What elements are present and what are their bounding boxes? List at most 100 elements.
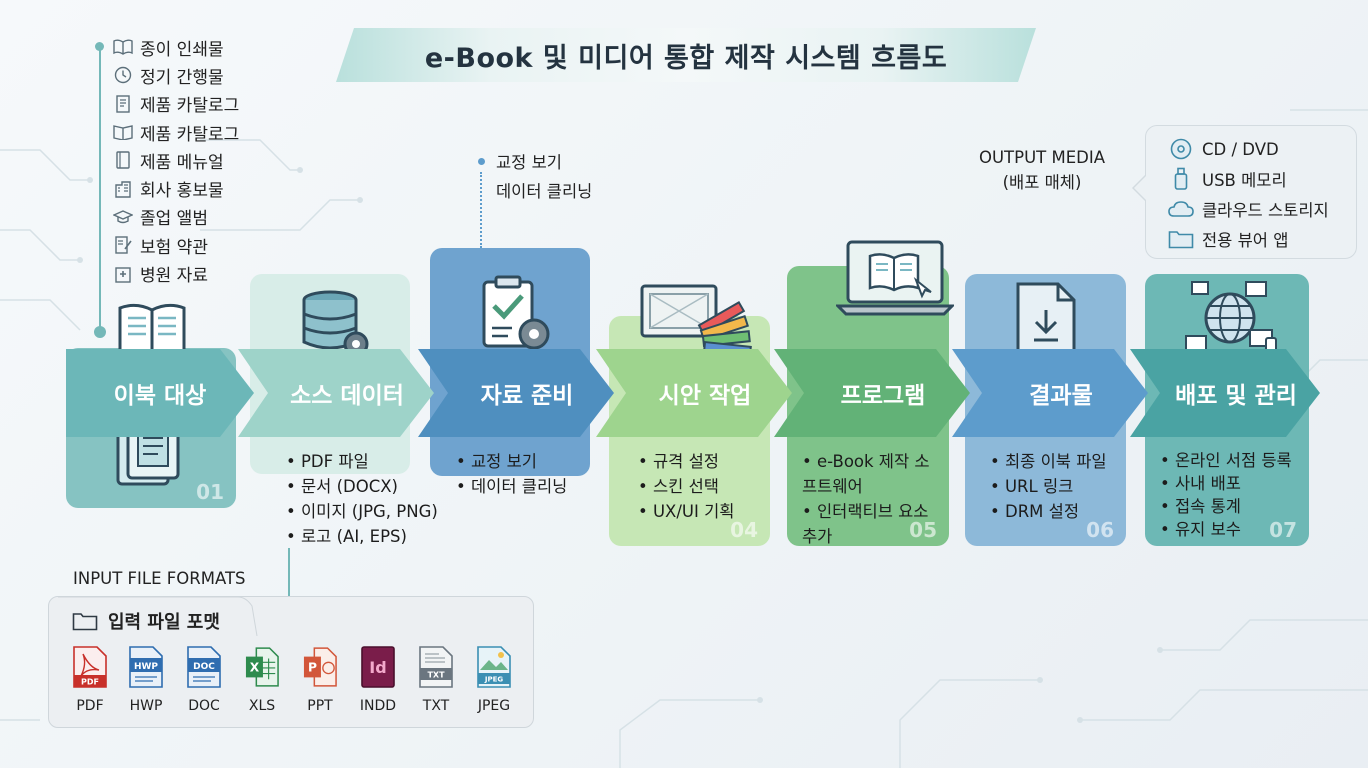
stage-label: 소스 데이터 [290, 383, 404, 409]
format-label: XLS [248, 698, 276, 714]
stage-label: 결과물 [1029, 383, 1093, 409]
hwp-file-icon: HWP [129, 646, 163, 688]
input-formats-title-text: 입력 파일 포맷 [108, 612, 220, 633]
source-type-label: 제품 카탈로그 [140, 124, 240, 145]
bullet-item: 유지 보수 [1160, 518, 1292, 541]
stage-arrow-07: 배포 및 관리 [1130, 349, 1320, 437]
stage-arrow-06: 결과물 [952, 349, 1148, 437]
bullet-item: 인터랙티브 요소 추가 [802, 499, 942, 549]
format-xls: X XLS [242, 646, 282, 714]
stage-label: 프로그램 [840, 383, 926, 409]
usb-icon [1168, 167, 1194, 191]
format-pdf: PDF PDF [70, 646, 110, 714]
format-label: DOC [188, 698, 220, 714]
source-type-item: 제품 메뉴얼 [112, 146, 239, 174]
input-formats-title: 입력 파일 포맷 [72, 608, 220, 634]
xls-file-icon: X [245, 647, 279, 687]
stage-arrow-03: 자료 준비 [418, 349, 614, 437]
prep-dotted-line [480, 172, 482, 248]
input-formats-tab [58, 596, 258, 636]
format-badge: DOC [193, 662, 215, 672]
hospital-icon [112, 265, 134, 283]
output-media-item-label: 클라우드 스토리지 [1202, 201, 1329, 220]
source-type-label: 제품 카탈로그 [140, 96, 240, 117]
bullet-item: 규격 설정 [638, 449, 734, 474]
output-media-title: OUTPUT MEDIA [978, 148, 1105, 167]
design-palette-icon [640, 284, 752, 356]
bullet-item: 스킨 선택 [638, 474, 734, 499]
stage-label: 시안 작업 [658, 383, 752, 409]
source-type-list: 종이 인쇄물 정기 간행물 제품 카탈로그 제품 카탈로그 제품 메뉴얼 회사 … [112, 33, 239, 288]
source-type-label: 제품 메뉴얼 [140, 152, 224, 173]
format-txt: TXT TXT [416, 646, 456, 714]
connector-dot [95, 42, 104, 51]
format-jpeg: JPEG JPEG [474, 646, 514, 714]
graduation-cap-icon [112, 208, 134, 226]
bullet-item: 데이터 클리닝 [456, 474, 567, 499]
source-type-item: 보험 약관 [112, 231, 239, 259]
bullet-item: 문서 (DOCX) [286, 474, 438, 499]
format-label: INDD [359, 698, 397, 714]
laptop-ebook-icon [836, 240, 954, 316]
stage-label: 이북 대상 [113, 383, 207, 409]
source-type-label: 회사 홍보물 [140, 181, 224, 202]
source-type-item: 정기 간행물 [112, 61, 239, 89]
format-doc: DOC DOC [184, 646, 224, 714]
format-label: PDF [76, 698, 104, 714]
stage-arrow-02: 소스 데이터 [238, 349, 434, 437]
format-label: JPEG [477, 698, 511, 714]
input-formats-box [48, 596, 534, 728]
output-media-item: CD / DVD [1168, 138, 1279, 160]
format-indd: Id INDD [358, 646, 398, 714]
bullet-item: UX/UI 기획 [638, 499, 735, 524]
book-icon [112, 38, 134, 56]
stage-bullets-07: 온라인 서점 등록 사내 배포 접속 통계 유지 보수 [1160, 449, 1292, 541]
prep-note: 교정 보기 데이터 클리닝 [496, 148, 592, 206]
format-badge: JPEG [484, 676, 504, 684]
connector-dot [94, 326, 106, 338]
bullet-item: 온라인 서점 등록 [1160, 449, 1292, 472]
global-network-icon [1185, 281, 1277, 357]
stage-arrow-04: 시안 작업 [596, 349, 792, 437]
format-badge: HWP [134, 662, 158, 672]
source-type-label: 졸업 앨범 [140, 209, 208, 230]
stage-bullets-02: PDF 파일 문서 (DOCX) 이미지 (JPG, PNG) 로고 (AI, … [286, 449, 438, 549]
bullet-item: 사내 배포 [1160, 472, 1292, 495]
bullet-item: 접속 통계 [1160, 495, 1292, 518]
source-connector-line [99, 46, 101, 332]
bullet-item: PDF 파일 [286, 449, 438, 474]
source-type-label: 보험 약관 [140, 237, 208, 258]
stage-number: 04 [730, 518, 758, 542]
stage-bullets-06: 최종 이북 파일 URL 링크 DRM 설정 [990, 449, 1107, 524]
source-type-item: 종이 인쇄물 [112, 33, 239, 61]
page-title: e-Book 및 미디어 통합 제작 시스템 흐름도 [424, 42, 948, 74]
output-media-label: OUTPUT MEDIA (배포 매체) [972, 145, 1112, 195]
note-item: 교정 보기 [496, 153, 562, 172]
bullet-item: URL 링크 [990, 474, 1107, 499]
format-ppt: P PPT [300, 646, 340, 714]
stage-arrow-05: 프로그램 [774, 349, 970, 437]
open-book-icon [112, 123, 134, 141]
source-type-label: 종이 인쇄물 [140, 39, 224, 60]
stage-bullets-05: e-Book 제작 소프트웨어 인터랙티브 요소 추가 [802, 449, 942, 549]
output-media-item: 클라우드 스토리지 [1168, 197, 1329, 221]
indd-file-icon: Id [361, 646, 395, 688]
txt-file-icon: TXT [419, 646, 453, 688]
source-type-label: 정기 간행물 [140, 67, 224, 88]
source-type-item: 제품 카탈로그 [112, 118, 239, 146]
bullet-item: 로고 (AI, EPS) [286, 524, 438, 549]
folder-icon [72, 611, 98, 631]
clock-icon [112, 66, 134, 84]
source-type-label: 병원 자료 [140, 266, 208, 287]
bullet-item: 최종 이북 파일 [990, 449, 1107, 474]
format-label: PPT [307, 698, 333, 714]
format-label: HWP [129, 698, 163, 714]
ppt-file-icon: P [303, 647, 337, 687]
output-media-item-label: 전용 뷰어 앱 [1202, 231, 1289, 250]
input-connector-line [288, 548, 290, 628]
catalog-icon [112, 95, 134, 113]
source-type-item: 회사 홍보물 [112, 174, 239, 202]
stage-label: 자료 준비 [480, 383, 574, 409]
output-media-subtitle: (배포 매체) [1002, 173, 1082, 192]
output-media-item-label: CD / DVD [1202, 139, 1279, 159]
